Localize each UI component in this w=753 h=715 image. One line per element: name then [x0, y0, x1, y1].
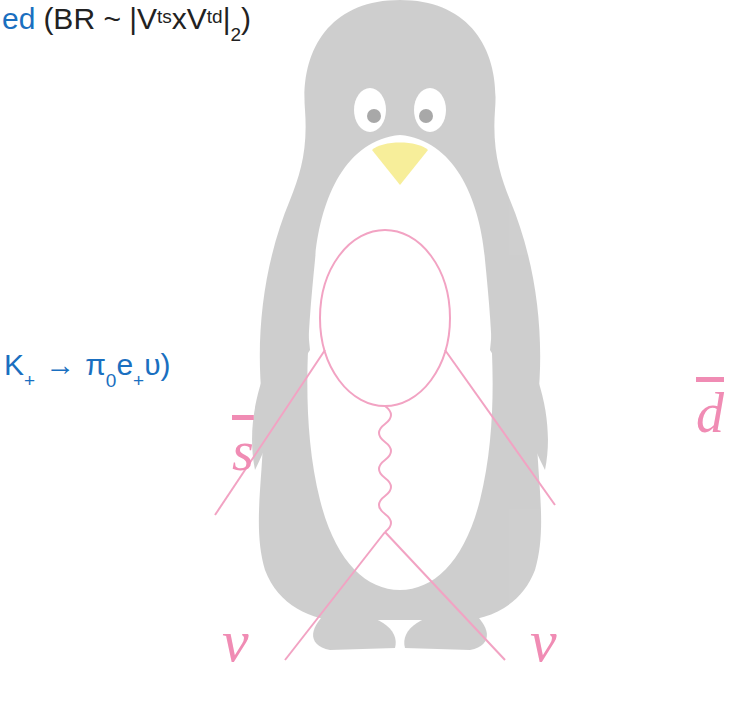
formula-text: |: [223, 2, 231, 35]
particle-symbol: ν: [530, 605, 557, 677]
neutrino-line: [385, 532, 505, 660]
formula-text: υ): [144, 348, 170, 381]
formula-text: ts: [157, 6, 172, 27]
formula-text: (BR ~ |V: [43, 2, 157, 35]
formula-text: +: [24, 370, 35, 391]
loop: [320, 230, 450, 406]
formula-text: xV: [172, 2, 207, 35]
penguin-pupil: [367, 109, 381, 123]
formula-text: 0: [106, 370, 117, 391]
penguin-beak: [372, 143, 428, 186]
formula-text: td: [207, 6, 223, 27]
penguin-belly: [307, 135, 492, 590]
decay-formula: K+→π0e+υ): [4, 348, 171, 382]
quark-line: [215, 350, 325, 515]
heading-line: ed(BR ~ |VtsxVtd|2): [2, 2, 251, 36]
formula-text: K: [4, 348, 24, 381]
penguin-foot: [313, 610, 396, 650]
particle-symbol: d: [696, 380, 724, 447]
formula-text: →: [45, 348, 75, 381]
penguin-wing: [490, 300, 548, 470]
particle-symbol: s: [232, 418, 254, 485]
formula-text: ed: [2, 2, 35, 35]
quark-line: [445, 350, 555, 505]
particle-symbol: ν: [222, 605, 249, 677]
penguin: [252, 0, 548, 650]
penguin-foot: [404, 610, 487, 650]
boson-wavy-line: [379, 406, 391, 532]
penguin-eye: [354, 88, 386, 132]
formula-text: ): [241, 2, 251, 35]
formula-text: π: [85, 348, 106, 381]
penguin-eye: [414, 88, 446, 132]
feynman-lines: [215, 230, 555, 660]
formula-text: +: [133, 370, 144, 391]
neutrino-line: [285, 532, 385, 660]
penguin-pupil: [419, 109, 433, 123]
formula-text: 2: [231, 24, 242, 45]
formula-text: e: [116, 348, 133, 381]
